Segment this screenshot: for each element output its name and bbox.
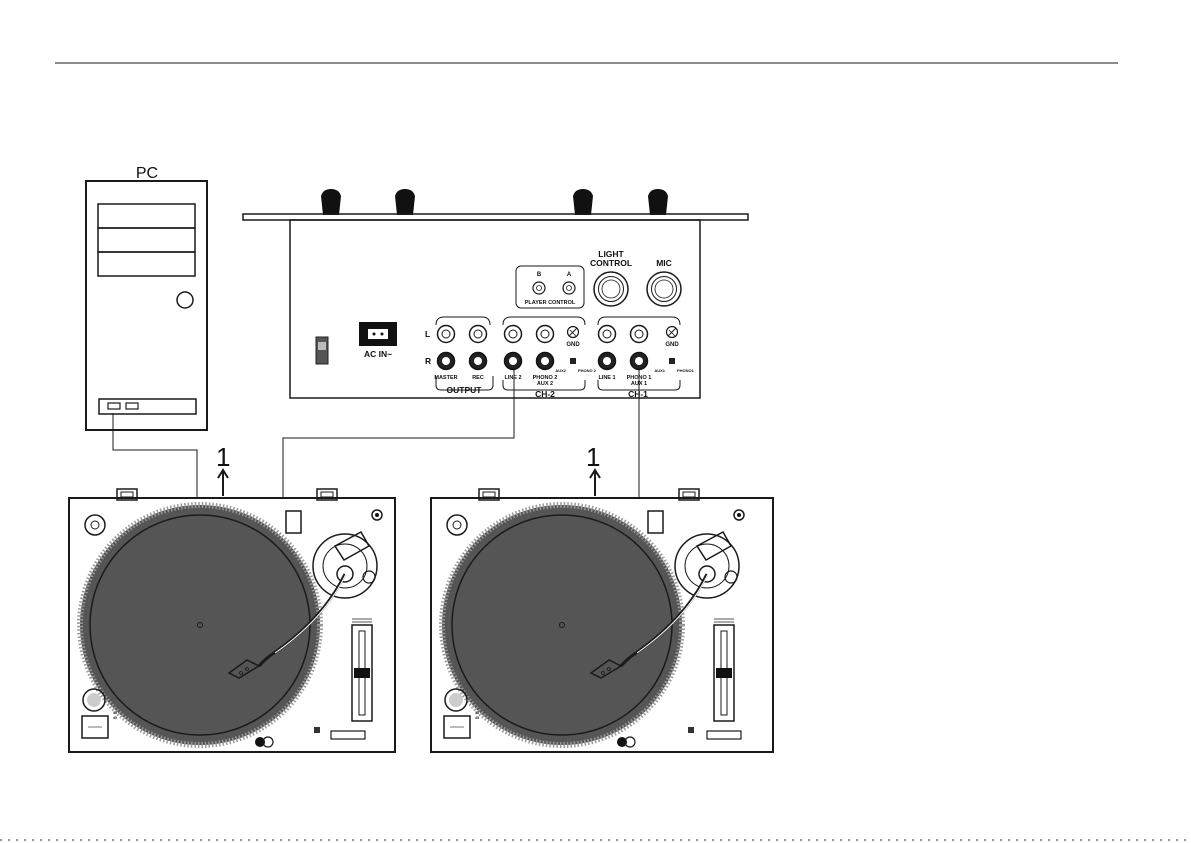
master-label: MASTER [434,375,457,381]
drive-bay-3 [98,252,195,276]
turntable-1: 33 45 [69,489,395,752]
line1-label: LINE 1 [598,375,615,381]
rca-jack-icon [505,326,522,343]
pitch-range-buttons [707,731,741,739]
gnd-label: GND [566,342,580,348]
usb-panel [99,399,196,414]
aux-phono-switch [669,358,675,364]
connection-label: 1 [586,442,600,472]
gnd-label: GND [665,342,679,348]
light-control-label-2: CONTROL [590,258,632,268]
connection-label: 1 [216,442,230,472]
mixer-knob-icon [321,189,341,215]
rca-jack-icon [631,326,648,343]
mic-group: MIC [647,258,681,306]
svg-text:45: 45 [113,716,117,720]
channel-r-label: R [425,356,431,366]
power-switch-rocker [318,342,326,350]
line2-label: LINE 2 [504,375,521,381]
mic-label: MIC [656,258,672,268]
anti-skate-icon [363,571,375,583]
adapter-icon [85,515,105,535]
power-button-icon [177,292,193,308]
ac-in-label: AC IN~ [364,349,392,359]
output-label: OUTPUT [447,385,483,395]
adapter-icon [447,515,467,535]
switch-phono1-label: PHONO1 [677,368,695,373]
pitch-slider [354,668,370,678]
player-a-label: A [567,272,572,278]
output-group: MASTER REC OUTPUT [434,317,493,395]
switch-aux1-label: AUX1 [654,368,665,373]
minijack-icon [533,282,545,294]
connection-marker-1: 1 [216,442,230,496]
brand-logo-icon [314,727,320,733]
minijack-icon [563,282,575,294]
drive-bay-2 [98,228,195,252]
svg-text:33: 33 [475,711,479,715]
counterweight-holder [286,511,301,533]
jack-socket-icon [594,272,628,306]
brand-logo-icon [688,727,694,733]
rca-jack-icon [470,326,487,343]
svg-text:33: 33 [113,711,117,715]
pc-tower: PC [86,165,207,430]
ac-inlet-socket [368,329,388,339]
light-control-group: LIGHT CONTROL [590,249,632,306]
pitch-slider [716,668,732,678]
pitch-range-buttons [331,731,365,739]
mic-socket-icon [647,272,681,306]
switch-aux2-label: AUX2 [555,368,566,373]
ch2-label: CH-2 [535,389,555,399]
counterweight-holder [648,511,663,533]
usb-cable [113,413,197,498]
mixer-knob-icon [395,189,415,215]
player-control-group: B A PLAYER CONTROL [516,266,584,308]
rca-jack-icon [599,326,616,343]
usb-port-icon [126,403,138,409]
svg-text:45: 45 [475,716,479,720]
counterweight [697,532,731,560]
anti-skate-icon [725,571,737,583]
usb-port-icon [108,403,120,409]
channel-l-label: L [425,329,430,339]
rca-jack-icon [537,326,554,343]
mixer-knob-icon [648,189,668,215]
ch1-label: CH-1 [628,389,648,399]
mixer-top-plate [243,214,748,220]
counterweight [335,532,369,560]
mixer: AC IN~ L R MASTER REC OUTPUT [243,189,748,399]
ch2-group: GND AUX2 PHONO 2 LINE 2 PHONO 2 AUX 2 CH… [503,317,597,399]
ch1-group: GND AUX1 PHONO1 LINE 1 PHONO 1 AUX 1 CH-… [598,317,695,399]
aux2-label: AUX 2 [537,381,553,387]
rec-label: REC [472,375,484,381]
turntable-2: 33 45 [431,489,773,752]
aux-phono-switch [570,358,576,364]
mixer-knob-icon [573,189,593,215]
pc-case [86,181,207,430]
switch-phono2-label: PHONO 2 [578,368,597,373]
player-control-label: PLAYER CONTROL [525,300,576,306]
connection-marker-2: 1 [586,442,600,496]
rca-jack-icon [438,326,455,343]
player-b-label: B [537,272,542,278]
drive-bay-1 [98,204,195,228]
power-switch [316,337,328,364]
pc-label: PC [136,165,158,182]
